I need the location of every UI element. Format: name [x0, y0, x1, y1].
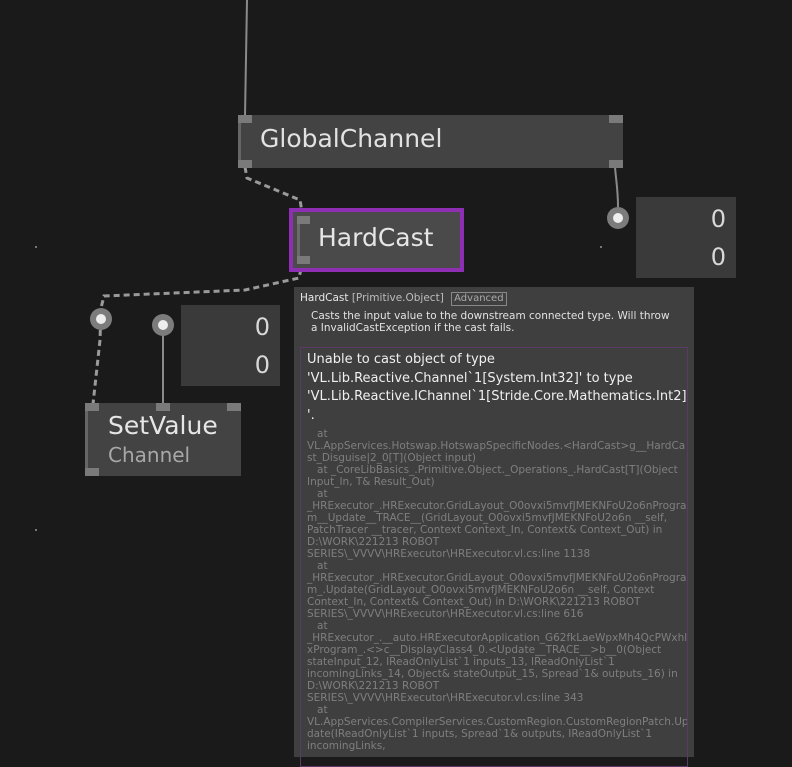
stack-trace-line: VL.AppServices.CompilerServices.CustomRe… — [307, 716, 688, 728]
stack-trace-line: incomingLinks_14, Object& stateOutput_15… — [307, 668, 678, 680]
stack-trace-line: at _CoreLibBasics_.Primitive.Object._Ope… — [307, 464, 678, 476]
error-message-line: '. — [307, 407, 315, 423]
link-top-to-global-channel[interactable] — [244, 0, 248, 117]
setvalue-title: SetValue — [108, 411, 218, 440]
node-tooltip: HardCast [Primitive.Object] Advanced Cas… — [294, 287, 694, 767]
canvas-dot — [35, 529, 37, 531]
canvas-dot — [600, 246, 602, 248]
tooltip-header: HardCast [Primitive.Object] Advanced — [300, 292, 507, 306]
iobox-output-pin[interactable] — [90, 308, 112, 330]
advanced-badge: Advanced — [451, 292, 507, 306]
iobox-value-x[interactable]: 0 — [254, 313, 270, 341]
output-pin[interactable] — [609, 160, 623, 168]
input-pin[interactable] — [227, 403, 241, 411]
stack-trace-line: at — [307, 620, 328, 632]
link-global-channel-to-hardcast[interactable] — [243, 166, 304, 213]
iobox-value-x[interactable]: 0 — [710, 205, 726, 233]
stack-trace-line: PatchTracer __tracer, Context Context_In… — [307, 524, 663, 536]
canvas-dot — [35, 246, 37, 248]
stack-trace-line: VL.AppServices.Hotswap.HotswapSpecificNo… — [307, 440, 686, 452]
stack-trace-line: D:\WORK\221213 ROBOT — [307, 536, 440, 548]
iobox-output-pin[interactable] — [152, 314, 174, 336]
stack-trace-line: at — [307, 704, 328, 716]
stack-trace-line: m_.Update(GridLayout_O0ovxi5mvfJMEKNFoU2… — [307, 584, 655, 596]
stack-trace-line: incomingLinks, — [307, 740, 386, 752]
input-pin[interactable] — [156, 403, 170, 411]
node-left-bar — [297, 224, 300, 256]
setvalue-node[interactable]: SetValue Channel — [85, 403, 241, 476]
error-message-line: 'VL.Lib.Reactive.IChannel`1[Stride.Core.… — [307, 389, 687, 404]
error-message-line: 'VL.Lib.Reactive.Channel`1[System.Int32]… — [307, 370, 633, 386]
output-pin[interactable] — [238, 160, 252, 168]
input-pin[interactable] — [238, 115, 252, 123]
stack-trace-line: _HRExecutor_.HRExecutor.GridLayout_O0ovx… — [307, 500, 687, 512]
output-pin[interactable] — [85, 468, 99, 476]
stack-trace-line: SERIES\_VVVV\HRExecutor\HRExecutor.vl.cs… — [307, 608, 584, 620]
input-pin[interactable] — [297, 216, 310, 224]
input-pin[interactable] — [609, 115, 623, 123]
iobox-int2-right[interactable]: 0 0 — [636, 197, 736, 278]
stack-trace-line: at — [307, 428, 328, 440]
tooltip-node-name: HardCast — [300, 292, 349, 304]
tooltip-category: [Primitive.Object] — [351, 292, 444, 304]
error-message: Unable to cast object of type 'VL.Lib.Rea… — [307, 351, 687, 425]
stack-trace-line: st_Disguise|2_0[T](Object input) — [307, 452, 476, 464]
stack-trace-line: at — [307, 560, 328, 572]
stack-trace-line: _HRExecutor_.HRExecutor.GridLayout_O0ovx… — [307, 572, 687, 584]
tooltip-description: Casts the input value to the downstream … — [311, 310, 670, 334]
node-left-bar — [85, 411, 88, 468]
setvalue-category: Channel — [108, 443, 191, 467]
stack-trace-line: SERIES\_VVVV\HRExecutor\HRExecutor.vl.cs… — [307, 548, 591, 560]
error-panel: Unable to cast object of type 'VL.Lib.Rea… — [300, 347, 688, 767]
patch-links — [91, 0, 619, 405]
stack-trace-line: m__Update__TRACE__(GridLayout_O0ovxi5mvf… — [307, 512, 668, 524]
iobox-value-y[interactable]: 0 — [710, 243, 726, 271]
output-pin[interactable] — [297, 256, 310, 264]
stack-trace-line: SERIES\_VVVV\HRExecutor\HRExecutor.vl.cs… — [307, 692, 584, 704]
stack-trace-line: _HRExecutor_.__auto.HRExecutorApplicatio… — [307, 632, 688, 644]
iobox-value-y[interactable]: 0 — [254, 351, 270, 379]
stack-trace-line: D:\WORK\221213 ROBOT — [307, 680, 440, 692]
global-channel-node[interactable]: GlobalChannel — [238, 115, 623, 168]
node-left-bar — [238, 123, 241, 160]
iobox-output-pin[interactable] — [607, 207, 629, 229]
link-hardcast-to-setvalue[interactable] — [91, 268, 303, 405]
iobox-int2-left[interactable]: 0 0 — [181, 305, 280, 386]
stack-trace-line: at — [307, 488, 328, 500]
input-pin[interactable] — [85, 403, 99, 411]
hardcast-title: HardCast — [318, 223, 434, 252]
global-channel-title: GlobalChannel — [260, 124, 443, 153]
hardcast-node[interactable]: HardCast — [289, 208, 464, 272]
stack-trace-line: stateInput_12, IReadOnlyList`1 inputs_13… — [307, 656, 615, 668]
link-global-channel-to-iobox[interactable] — [614, 166, 619, 208]
stack-trace-line: Input_In, T& Result_Out) — [307, 476, 435, 488]
stack-trace-line: xProgram_.<>c__DisplayClass4_0.<Update__… — [307, 644, 662, 656]
stack-trace-line: Context_In, Context& Context_Out) in D:\… — [307, 596, 641, 608]
stack-trace-line: date(IReadOnlyList`1 inputs, Spread`1& o… — [307, 728, 653, 740]
error-message-line: Unable to cast object of type — [307, 352, 495, 367]
